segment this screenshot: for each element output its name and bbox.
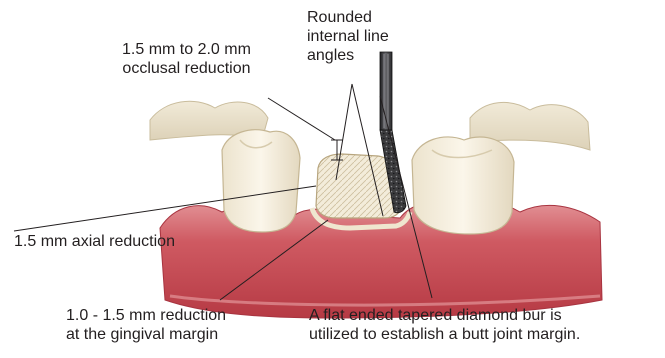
axial-reduction-label: 1.5 mm axial reduction bbox=[14, 232, 175, 251]
upper-back-teeth bbox=[150, 101, 590, 150]
gingival-reduction-label: 1.0 - 1.5 mm reduction at the gingival m… bbox=[66, 306, 226, 344]
occlusal-reduction-label: 1.5 mm to 2.0 mm occlusal reduction bbox=[122, 40, 251, 78]
left-tooth bbox=[222, 130, 300, 232]
right-tooth bbox=[412, 137, 514, 234]
diamond-bur-label: A flat ended tapered diamond bur is util… bbox=[309, 306, 580, 344]
rounded-internal-line-angles-label: Rounded internal line angles bbox=[307, 8, 389, 65]
